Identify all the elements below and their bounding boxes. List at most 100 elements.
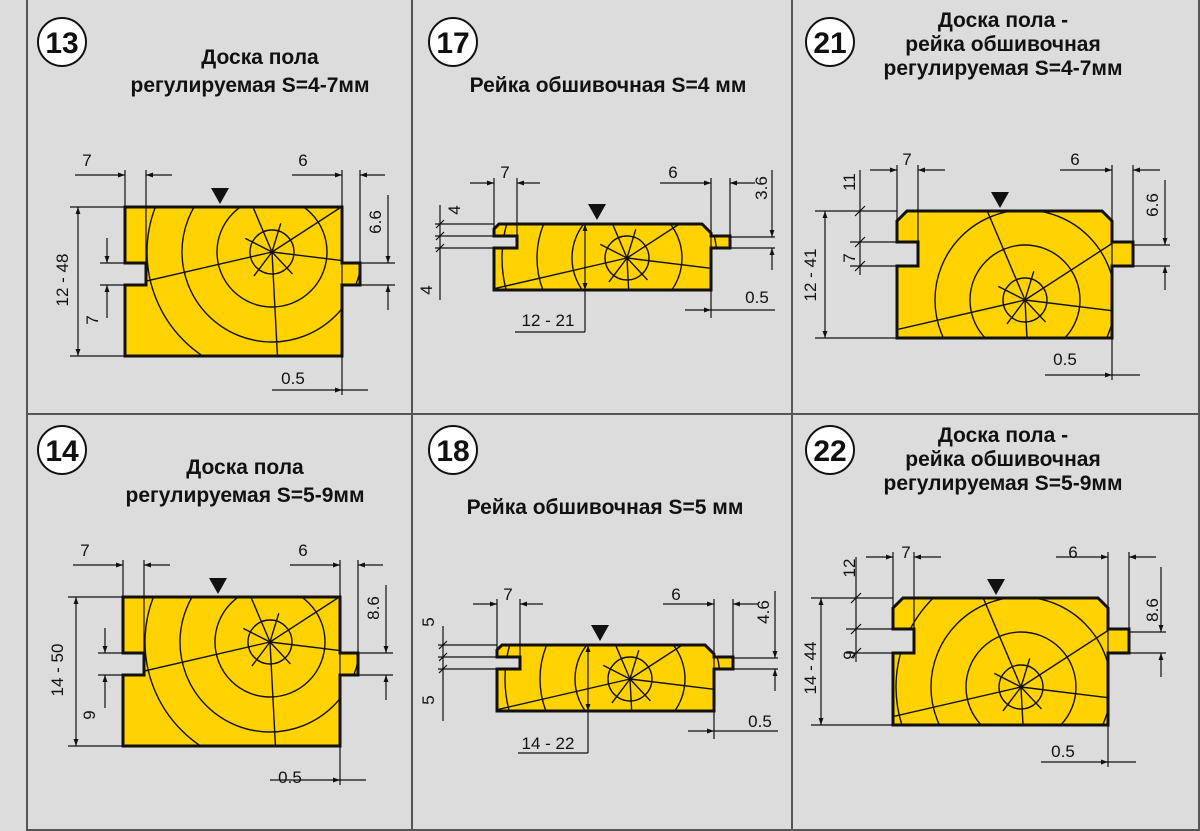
growth-ring <box>249 229 295 275</box>
dim-label: 8.6 <box>1143 598 1162 622</box>
extension-line <box>854 236 866 248</box>
dim-label: 12 - 41 <box>801 249 820 302</box>
panel-number-badge <box>37 17 87 67</box>
grain-ray <box>611 224 628 259</box>
grain-ray <box>123 641 271 677</box>
growth-ring <box>247 619 293 665</box>
panel-21: 21 Доска пола - рейка обшивочная регулир… <box>801 9 1162 369</box>
dim-label: 6 <box>298 151 307 170</box>
dim-label: 6 <box>298 541 307 560</box>
growth-ring <box>895 598 1129 725</box>
dim-label: 12 - 21 <box>522 311 575 330</box>
dim-label: 7 <box>82 151 91 170</box>
wood-grain <box>893 598 1129 725</box>
dimension-lines <box>438 591 778 754</box>
dim-label: 7 <box>902 150 911 169</box>
profile-drawing-13 <box>70 170 395 395</box>
growth-ring <box>181 207 360 343</box>
panel-number: 21 <box>813 27 846 60</box>
grain-ray <box>252 207 273 253</box>
dim-label: 0.5 <box>278 768 302 787</box>
dim-label: 5 <box>419 617 438 626</box>
panel-17: 17 Рейка обшивочная S=4 мм 7 4 4 6 3.6 0… <box>417 17 771 330</box>
dim-label: 7 <box>503 585 512 604</box>
dim-label: 6 <box>671 585 680 604</box>
face-marker-icon <box>209 578 227 594</box>
grain-ray <box>271 251 279 356</box>
dim-label: 14 - 22 <box>522 734 575 753</box>
dim-label: 6 <box>1070 150 1079 169</box>
grain-ray <box>271 251 343 262</box>
growth-ring <box>504 645 733 711</box>
grain-ray <box>997 285 1026 301</box>
grain-ray <box>629 678 715 691</box>
growth-ring <box>998 664 1044 710</box>
dim-label: 6 <box>668 163 677 182</box>
grain-ray <box>242 627 271 643</box>
grain-ray <box>1020 629 1109 688</box>
panel-22: 22 Доска пола - рейка обшивочная регулир… <box>801 424 1162 761</box>
panel-title-line: Доска пола - <box>938 424 1068 447</box>
panel-13: 13 Доска пола регулируемая S=4-7мм 7 6 6… <box>37 17 385 388</box>
extension-line <box>854 260 866 272</box>
panel-number-badge <box>805 17 855 67</box>
grain-ray <box>897 299 1026 331</box>
dim-label: 12 - 48 <box>53 254 72 307</box>
dim-label: 0.5 <box>1053 350 1077 369</box>
dim-label: 6 <box>1068 543 1077 562</box>
grain-ray <box>614 645 631 680</box>
growth-ring <box>969 244 1081 338</box>
wood-profile <box>497 645 733 711</box>
panel-title-line: регулируемая S=5-9мм <box>126 484 365 507</box>
grain-ray <box>269 597 340 643</box>
growth-ring <box>571 224 683 290</box>
dim-label: 11 <box>840 173 859 191</box>
extension-line <box>854 205 866 217</box>
extension-line <box>435 231 445 241</box>
growth-ring <box>1002 277 1048 323</box>
panel-title-line: регулируемая S=4-7мм <box>884 57 1123 80</box>
grain-ray <box>629 645 683 680</box>
growth-ring <box>214 597 326 698</box>
grain-ray <box>244 237 273 253</box>
dim-label: 4.6 <box>754 600 773 624</box>
dim-label: 7 <box>80 541 89 560</box>
panel-title-line: рейка обшивочная <box>905 448 1100 471</box>
profile-drawing-14 <box>68 560 393 785</box>
grain-ray <box>608 257 628 283</box>
growth-ring <box>574 645 686 711</box>
grain-ray <box>993 672 1022 688</box>
grain-ray <box>1024 299 1046 323</box>
extension-line <box>438 652 448 662</box>
growth-ring <box>216 207 328 308</box>
dim-label: 0.5 <box>745 288 769 307</box>
grain-ray <box>626 257 648 281</box>
grain-ray <box>599 243 628 259</box>
grain-ray <box>1024 299 1028 338</box>
grain-ray <box>626 257 712 270</box>
growth-ring <box>146 207 360 356</box>
dim-label: 4 <box>445 205 464 214</box>
grain-ray <box>1020 686 1109 699</box>
dimension-lines <box>68 560 393 785</box>
panel-number: 22 <box>813 435 846 468</box>
dim-label: 4 <box>417 285 436 294</box>
dimension-lines <box>435 170 775 333</box>
growth-ring <box>965 631 1077 725</box>
grain-ray <box>251 641 271 667</box>
grain-ray <box>269 613 280 643</box>
panel-title-line: рейка обшивочная <box>905 33 1100 56</box>
dim-label: 9 <box>80 710 99 719</box>
growth-ring <box>501 224 730 290</box>
panel-number-badge <box>805 425 855 475</box>
grain-ray <box>494 257 628 290</box>
grain-ray <box>271 251 293 275</box>
grain-ray <box>626 257 630 290</box>
grain-ray <box>253 251 273 277</box>
grain-ray <box>626 229 637 259</box>
grain-ray <box>1024 242 1113 301</box>
grain-ray <box>626 224 680 259</box>
panel-number-badge <box>37 425 87 475</box>
wood-profile <box>494 224 730 290</box>
growth-ring <box>604 235 650 281</box>
